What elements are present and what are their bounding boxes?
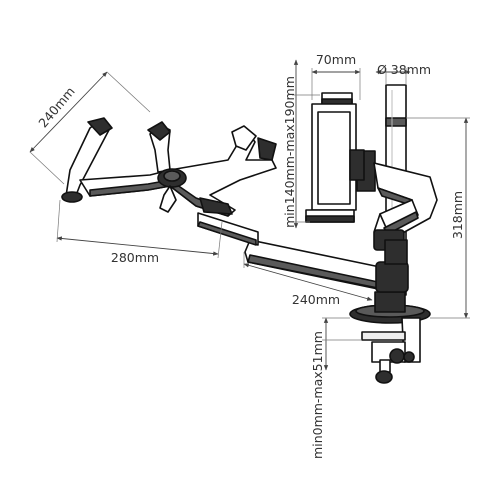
label-arm-length: 240mm xyxy=(292,292,340,307)
label-tablet-range: min140mm-max190mm xyxy=(282,76,297,228)
laptop-tray xyxy=(61,117,277,217)
label-tray-width: 280mm xyxy=(111,250,159,265)
label-pole-height: 318mm xyxy=(450,191,465,239)
label-tray-depth: 240mm xyxy=(35,84,77,131)
label-tablet-width: 70mm xyxy=(316,52,356,67)
label-pole-diameter: Ø 38mm xyxy=(377,62,431,77)
label-clamp-range: min0mm-max51mm xyxy=(310,331,325,459)
tablet-holder xyxy=(305,92,365,223)
dimension-lines xyxy=(29,59,470,371)
gas-spring-arm xyxy=(356,150,438,265)
desk-clamp xyxy=(349,291,431,384)
